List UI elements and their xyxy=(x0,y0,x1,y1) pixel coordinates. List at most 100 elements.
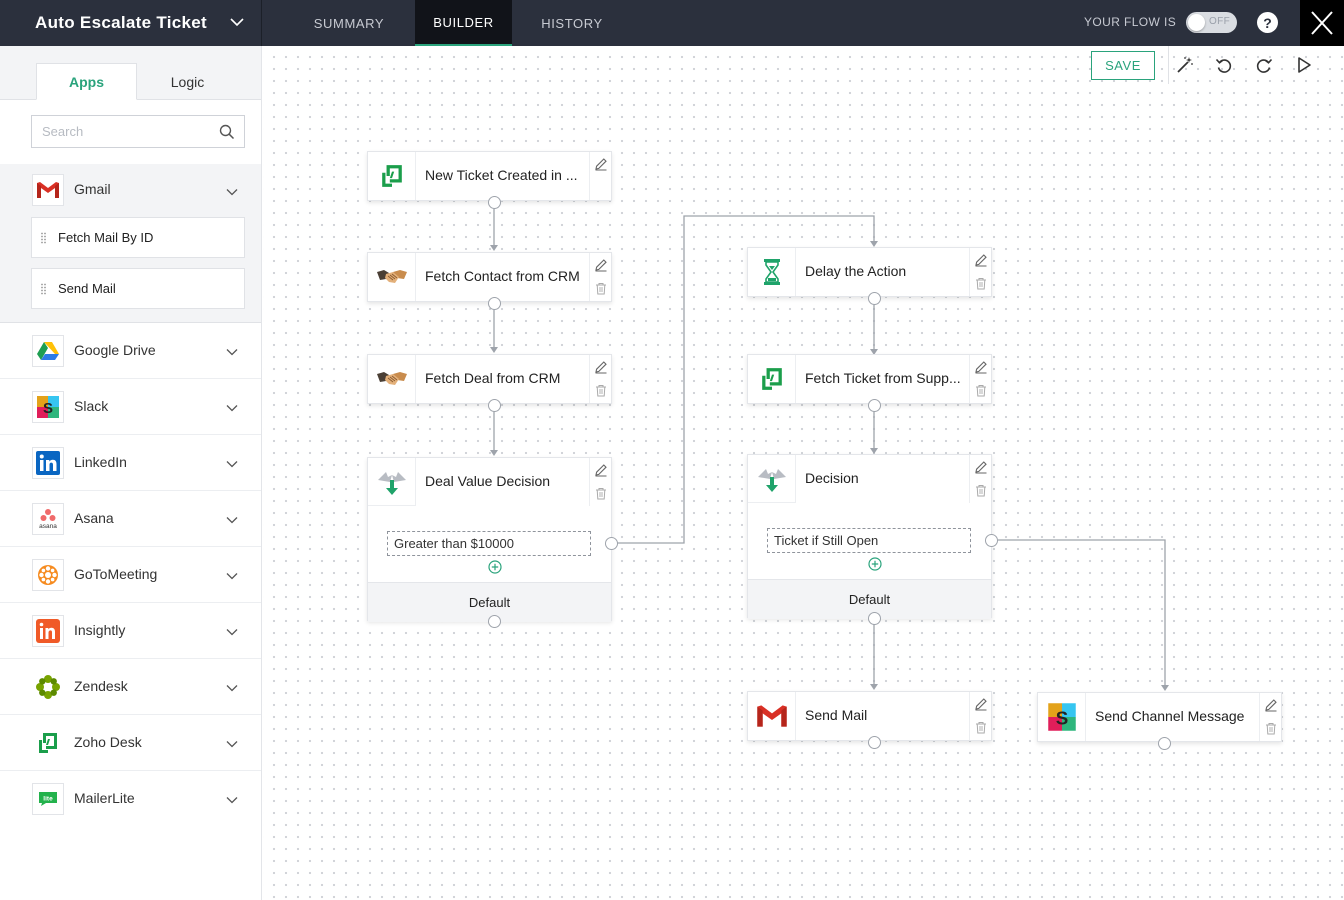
close-icon xyxy=(1311,11,1333,35)
trash-icon[interactable] xyxy=(595,282,607,295)
edit-icon[interactable] xyxy=(594,360,608,374)
trash-icon[interactable] xyxy=(595,487,607,500)
chevron-down-icon xyxy=(230,18,244,27)
default-output-port[interactable] xyxy=(868,612,881,625)
trash-icon[interactable] xyxy=(975,484,987,497)
default-output-port[interactable] xyxy=(488,615,501,628)
redo-icon[interactable] xyxy=(1254,55,1274,75)
svg-text:S: S xyxy=(1055,708,1068,729)
handshake-icon xyxy=(368,253,416,301)
flow-node-delay[interactable]: Delay the Action xyxy=(747,247,992,297)
trash-icon[interactable] xyxy=(975,277,987,290)
play-icon[interactable] xyxy=(1294,55,1314,75)
trash-icon[interactable] xyxy=(975,384,987,397)
trash-icon[interactable] xyxy=(975,721,987,734)
tab-logic[interactable]: Logic xyxy=(137,63,238,100)
flow-canvas[interactable]: SAVE New Ticket xyxy=(263,46,1344,900)
help-button[interactable]: ? xyxy=(1257,12,1278,33)
default-label: Default xyxy=(848,592,891,607)
chevron-down-icon xyxy=(226,461,238,468)
drag-handle-icon[interactable] xyxy=(41,283,46,295)
add-condition-icon[interactable] xyxy=(868,557,882,571)
action-send-mail[interactable]: Send Mail xyxy=(31,268,245,309)
app-name: Zoho Desk xyxy=(74,734,142,750)
node-output-port[interactable] xyxy=(868,399,881,412)
close-button[interactable] xyxy=(1300,0,1344,46)
flow-node-send-mail[interactable]: Send Mail xyxy=(747,691,992,741)
undo-icon[interactable] xyxy=(1214,55,1234,75)
trash-icon[interactable] xyxy=(595,384,607,397)
app-row-gotomeeting[interactable]: GoToMeeting xyxy=(0,547,261,603)
action-fetch-mail-by-id[interactable]: Fetch Mail By ID xyxy=(31,217,245,258)
flow-node-trigger[interactable]: New Ticket Created in ... xyxy=(367,151,612,201)
top-bar: Auto Escalate Ticket SUMMARY BUILDER HIS… xyxy=(0,0,1344,46)
edit-icon[interactable] xyxy=(594,463,608,477)
gotomeeting-icon xyxy=(32,559,64,591)
decision-condition[interactable]: Ticket if Still Open xyxy=(767,528,971,553)
tab-summary[interactable]: SUMMARY xyxy=(290,0,408,46)
tab-builder[interactable]: BUILDER xyxy=(415,0,512,46)
edit-icon[interactable] xyxy=(974,253,988,267)
node-tools xyxy=(969,248,991,296)
edit-icon[interactable] xyxy=(594,258,608,272)
node-output-port[interactable] xyxy=(868,292,881,305)
flow-node-fetch-deal[interactable]: Fetch Deal from CRM xyxy=(367,354,612,404)
chevron-down-icon xyxy=(226,349,238,356)
flow-node-fetch-contact[interactable]: Fetch Contact from CRM xyxy=(367,252,612,302)
app-row-mailerlite[interactable]: lite MailerLite xyxy=(0,771,261,827)
edit-icon[interactable] xyxy=(1264,698,1278,712)
node-tools xyxy=(969,692,991,740)
tab-apps[interactable]: Apps xyxy=(36,63,137,100)
flow-status-toggle[interactable]: OFF xyxy=(1186,12,1237,33)
app-section-gmail: Gmail Fetch Mail By ID Send Mail xyxy=(0,164,261,323)
flow-node-deal-value-decision[interactable]: Deal Value Decision Greater than $10000 … xyxy=(367,457,612,622)
gmail-icon xyxy=(748,692,796,740)
node-label: Deal Value Decision xyxy=(425,473,551,489)
app-row-slack[interactable]: S Slack xyxy=(0,379,261,435)
handshake-icon xyxy=(368,355,416,403)
condition-output-port[interactable] xyxy=(985,534,998,547)
app-row-insightly[interactable]: Insightly xyxy=(0,603,261,659)
app-row-zoho-desk[interactable]: Zoho Desk xyxy=(0,715,261,771)
node-output-port[interactable] xyxy=(488,196,501,209)
drag-handle-icon[interactable] xyxy=(41,232,46,244)
app-row-zendesk[interactable]: Zendesk xyxy=(0,659,261,715)
node-output-port[interactable] xyxy=(868,736,881,749)
flow-title-dropdown[interactable]: Auto Escalate Ticket xyxy=(0,0,262,46)
toggle-knob xyxy=(1188,14,1205,31)
save-button[interactable]: SAVE xyxy=(1091,51,1155,80)
tab-apps-label: Apps xyxy=(69,73,104,90)
app-row-linkedin[interactable]: LinkedIn xyxy=(0,435,261,491)
add-condition-icon[interactable] xyxy=(488,560,502,574)
flow-node-send-channel-message[interactable]: S Send Channel Message xyxy=(1037,692,1282,742)
sidebar-tabs: Apps Logic xyxy=(0,46,261,100)
search-icon[interactable] xyxy=(219,124,235,140)
edit-icon[interactable] xyxy=(594,157,608,171)
condition-output-port[interactable] xyxy=(605,537,618,550)
app-row-google-drive[interactable]: Google Drive xyxy=(0,323,261,379)
node-output-port[interactable] xyxy=(1158,737,1171,750)
magic-wand-icon[interactable] xyxy=(1175,55,1195,75)
flow-title: Auto Escalate Ticket xyxy=(35,13,207,32)
decision-condition[interactable]: Greater than $10000 xyxy=(387,531,591,556)
node-label: Send Channel Message xyxy=(1095,708,1245,724)
node-tools xyxy=(589,458,611,506)
tab-history[interactable]: HISTORY xyxy=(520,0,624,46)
decision-default-branch[interactable]: Default xyxy=(368,582,611,622)
chevron-down-icon xyxy=(226,405,238,412)
app-name: Zendesk xyxy=(74,678,128,694)
node-output-port[interactable] xyxy=(488,399,501,412)
decision-default-branch[interactable]: Default xyxy=(748,579,991,619)
hourglass-icon xyxy=(748,248,796,296)
flow-node-fetch-ticket[interactable]: Fetch Ticket from Supp... xyxy=(747,354,992,404)
edit-icon[interactable] xyxy=(974,360,988,374)
node-output-port[interactable] xyxy=(488,297,501,310)
edit-icon[interactable] xyxy=(974,697,988,711)
node-tools xyxy=(1259,693,1281,741)
app-row-gmail[interactable]: Gmail xyxy=(0,164,261,220)
app-row-asana[interactable]: asana Asana xyxy=(0,491,261,547)
flow-node-decision[interactable]: Decision Ticket if Still Open Default xyxy=(747,454,992,619)
edit-icon[interactable] xyxy=(974,460,988,474)
trash-icon[interactable] xyxy=(1265,722,1277,735)
search-input[interactable] xyxy=(32,116,212,147)
